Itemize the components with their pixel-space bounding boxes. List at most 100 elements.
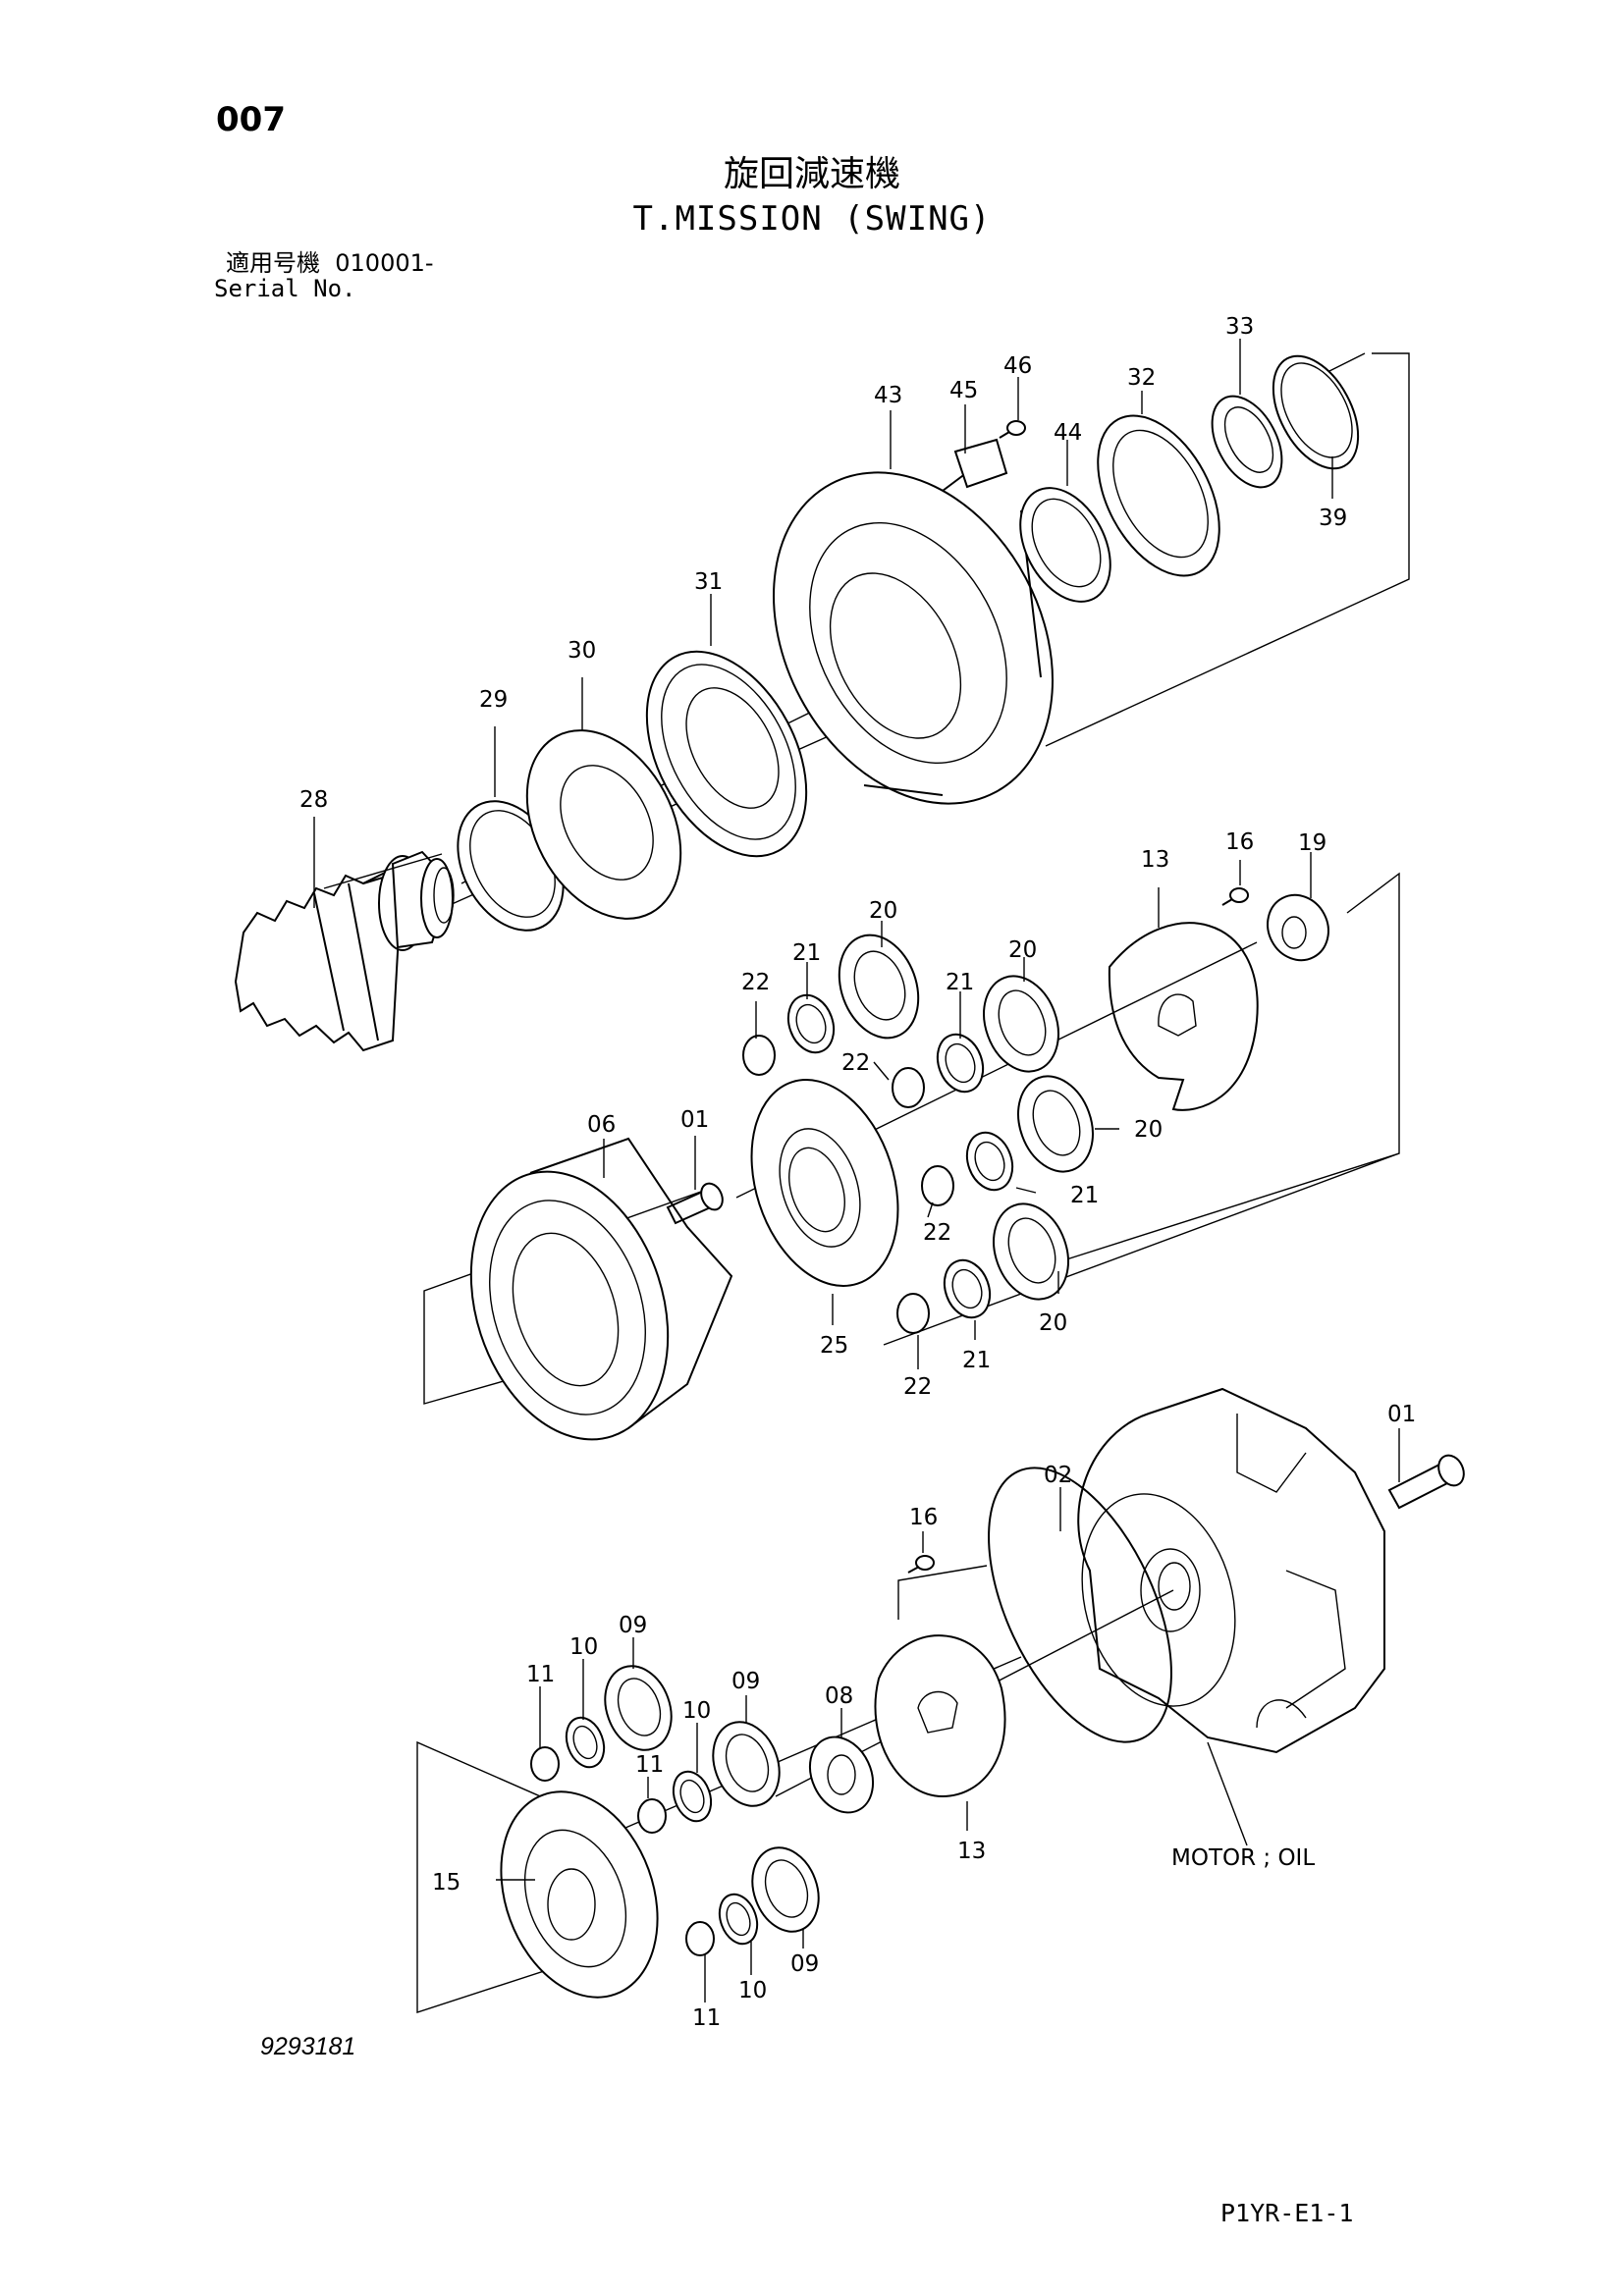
callout-21-b: 21 <box>946 970 974 995</box>
page-number: 007 <box>216 100 286 139</box>
title-english: T.MISSION (SWING) <box>632 199 992 239</box>
callout-21-a: 21 <box>792 940 821 966</box>
callout-39: 39 <box>1319 506 1347 531</box>
part-45-nameplate <box>953 438 1008 489</box>
part-31-roller-bearing <box>645 650 808 858</box>
motor-housing <box>1077 1387 1385 1754</box>
callout-21-d: 21 <box>962 1348 991 1373</box>
callout-20-d: 20 <box>1039 1310 1067 1336</box>
part-09-planet-gear-c <box>751 1846 820 1933</box>
callout-20-c: 20 <box>1134 1117 1163 1143</box>
serial-value: 010001- <box>335 249 434 277</box>
callout-22-c: 22 <box>923 1220 951 1246</box>
part-11-bushing-a <box>530 1746 560 1782</box>
part-22-bushing-b <box>892 1067 925 1108</box>
part-10-needle-bearing-c <box>718 1893 759 1946</box>
callout-21-c: 21 <box>1070 1183 1099 1208</box>
part-21-needle-bearing-d <box>943 1258 992 1319</box>
callout-32: 32 <box>1127 365 1156 391</box>
part-33-ring-nut <box>1211 395 1283 489</box>
part-19-sun-gear <box>1267 893 1329 962</box>
callout-08: 08 <box>825 1683 853 1709</box>
part-09-planet-gear-b <box>712 1721 781 1807</box>
callout-11-a: 11 <box>526 1662 555 1687</box>
part-09-planet-gear-a <box>604 1665 673 1751</box>
part-13-thrust-plate-upper <box>1108 922 1259 1111</box>
part-11-bushing-c <box>685 1921 715 1956</box>
callout-10-b: 10 <box>682 1698 711 1724</box>
callout-22-a: 22 <box>741 970 770 995</box>
callout-06: 06 <box>587 1112 616 1138</box>
serial-label-ja: 適用号機 <box>226 249 320 277</box>
callout-44: 44 <box>1054 420 1082 446</box>
callout-16-lower: 16 <box>909 1505 938 1530</box>
part-01-bolt-lower <box>1387 1454 1465 1510</box>
page-code: P1YR-E1-1 <box>1220 2199 1354 2227</box>
callout-16-upper: 16 <box>1225 829 1254 855</box>
callout-02: 02 <box>1044 1463 1072 1488</box>
callout-13-lower: 13 <box>957 1839 986 1864</box>
part-06-ring-gear <box>469 1137 733 1441</box>
callout-09-b: 09 <box>731 1669 760 1694</box>
callout-11-c: 11 <box>692 2005 721 2031</box>
leader-lines-lower <box>496 1428 1400 2002</box>
part-02-o-ring <box>988 1467 1172 1743</box>
part-08-sun-gear <box>808 1735 875 1814</box>
callout-20-b: 20 <box>1008 937 1037 963</box>
part-13-thrust-plate-lower <box>874 1634 1006 1798</box>
callout-28: 28 <box>299 787 328 813</box>
callout-10-a: 10 <box>569 1634 598 1660</box>
callout-13-upper: 13 <box>1141 847 1169 873</box>
motor-oil-label: MOTOR ; OIL <box>1171 1845 1315 1871</box>
part-46-screw <box>999 420 1026 439</box>
callout-10-c: 10 <box>738 1978 767 2003</box>
callout-29: 29 <box>479 687 508 713</box>
callout-22-b: 22 <box>841 1050 870 1076</box>
part-16-bolt-lower <box>907 1555 935 1574</box>
part-10-needle-bearing-a <box>565 1716 606 1769</box>
callout-01-lower: 01 <box>1387 1402 1416 1427</box>
callout-09-c: 09 <box>790 1951 819 1977</box>
callout-11-b: 11 <box>635 1752 664 1778</box>
leader-lines-upper <box>313 339 1333 908</box>
callout-31: 31 <box>694 569 723 595</box>
part-20-planet-gear-b <box>983 975 1059 1073</box>
callout-numbers: 43 45 46 44 32 33 39 31 30 29 28 13 16 1… <box>299 314 1416 2031</box>
serial-label-english: Serial No. <box>214 275 356 302</box>
part-25-carrier <box>750 1079 899 1287</box>
callout-20-a: 20 <box>869 898 897 924</box>
serial-label-japanese: 適用号機 010001- <box>226 251 434 275</box>
title-japanese: 旋回減速機 <box>723 154 900 194</box>
part-21-needle-bearing-a <box>786 993 836 1054</box>
part-28-pinion-shaft <box>234 850 455 1052</box>
part-01-bolt-upper <box>666 1182 724 1225</box>
part-16-bolt-upper <box>1221 887 1249 906</box>
part-44-oil-seal <box>1019 487 1111 603</box>
part-20-planet-gear-d <box>993 1202 1069 1301</box>
callout-43: 43 <box>874 383 902 408</box>
callout-19: 19 <box>1298 830 1326 856</box>
part-21-needle-bearing-b <box>936 1033 985 1094</box>
leader-lines-middle <box>603 852 1312 1369</box>
part-22-bushing-c <box>921 1165 954 1206</box>
callout-33: 33 <box>1225 314 1254 340</box>
part-22-bushing-a <box>742 1035 776 1076</box>
part-39-snap-ring <box>1272 354 1360 470</box>
callout-01-upper: 01 <box>680 1107 709 1133</box>
callout-30: 30 <box>568 638 596 664</box>
callout-22-d: 22 <box>903 1374 932 1400</box>
part-32-roller-bearing <box>1097 414 1220 577</box>
drawing-number: 9293181 <box>260 2033 356 2060</box>
callout-46: 46 <box>1003 353 1032 379</box>
part-30-plate <box>525 729 682 920</box>
callout-25: 25 <box>820 1333 848 1359</box>
part-21-needle-bearing-c <box>965 1131 1014 1192</box>
part-20-planet-gear-c <box>1017 1075 1094 1173</box>
part-15-carrier <box>500 1790 659 1999</box>
callout-09-a: 09 <box>619 1613 647 1638</box>
part-11-bushing-b <box>637 1798 667 1834</box>
callout-45: 45 <box>949 378 978 403</box>
callout-15: 15 <box>432 1870 460 1896</box>
part-22-bushing-d <box>896 1293 930 1334</box>
